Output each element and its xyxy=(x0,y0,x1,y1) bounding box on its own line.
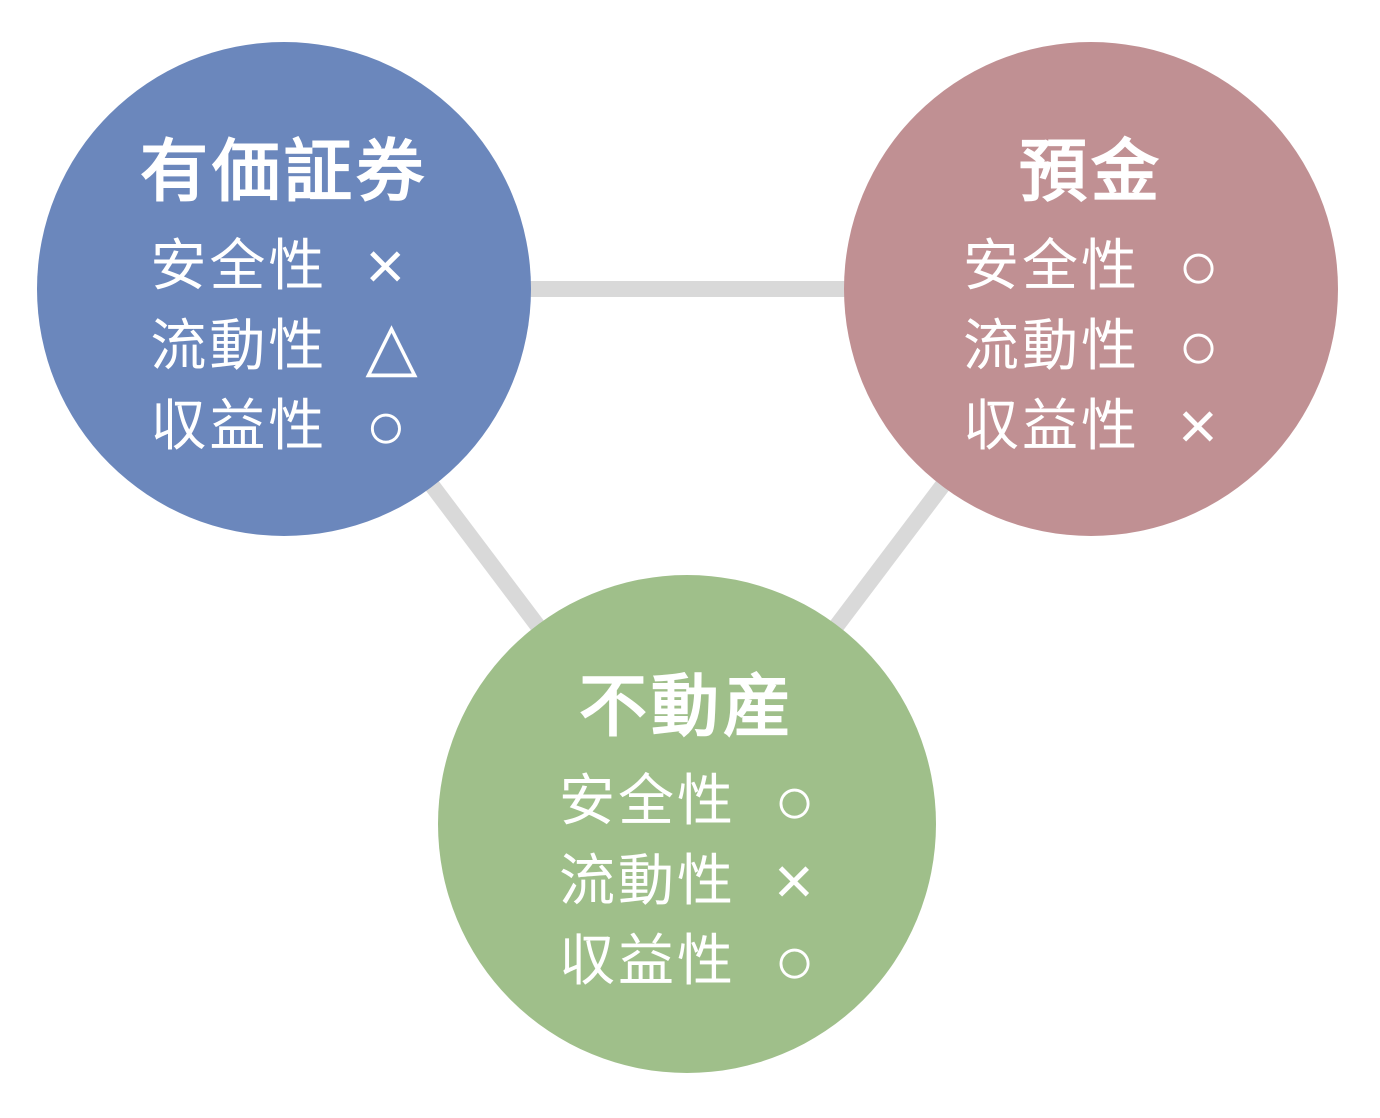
attribute-label: 安全性 xyxy=(150,234,328,298)
node-deposit: 預金 安全性 ○ 流動性 ○ 収益性 × xyxy=(844,42,1338,536)
node-realestate-rows: 安全性 ○ 流動性 × 収益性 ○ xyxy=(559,767,815,995)
attribute-row-liquidity: 流動性 △ xyxy=(150,312,417,380)
rating-symbol: × xyxy=(1177,388,1218,464)
node-securities-content: 有価証券 安全性 × 流動性 △ 収益性 ○ xyxy=(140,138,428,460)
attribute-label: 安全性 xyxy=(962,234,1140,298)
node-deposit-content: 預金 安全性 ○ 流動性 ○ 収益性 × xyxy=(963,138,1219,460)
attribute-row-safety: 安全性 × xyxy=(150,232,405,300)
node-securities-rows: 安全性 × 流動性 △ 収益性 ○ xyxy=(150,232,417,460)
attribute-label: 収益性 xyxy=(558,929,736,993)
node-realestate-content: 不動産 安全性 ○ 流動性 × 収益性 ○ xyxy=(559,673,815,995)
attribute-row-profitability: 収益性 ○ xyxy=(559,927,815,995)
attribute-row-safety: 安全性 ○ xyxy=(963,232,1219,300)
attribute-row-safety: 安全性 ○ xyxy=(559,767,815,835)
attribute-label: 収益性 xyxy=(150,394,328,458)
attribute-row-liquidity: 流動性 ○ xyxy=(963,312,1219,380)
rating-symbol: ○ xyxy=(1177,228,1220,304)
node-securities-title: 有価証券 xyxy=(139,134,428,210)
attribute-row-liquidity: 流動性 × xyxy=(559,847,814,915)
rating-symbol: × xyxy=(365,228,406,304)
node-realestate-title: 不動産 xyxy=(578,669,795,745)
attribute-label: 流動性 xyxy=(150,314,328,378)
rating-symbol: ○ xyxy=(365,388,407,464)
attribute-label: 安全性 xyxy=(558,769,736,833)
attribute-label: 流動性 xyxy=(558,849,736,913)
node-deposit-rows: 安全性 ○ 流動性 ○ 収益性 × xyxy=(963,232,1219,460)
attribute-label: 流動性 xyxy=(962,314,1140,378)
node-realestate: 不動産 安全性 ○ 流動性 × 収益性 ○ xyxy=(438,575,936,1073)
attribute-label: 収益性 xyxy=(962,394,1140,458)
attribute-row-profitability: 収益性 ○ xyxy=(150,392,406,460)
rating-symbol: △ xyxy=(365,308,418,384)
rating-symbol: × xyxy=(773,843,814,919)
node-deposit-title: 預金 xyxy=(1018,134,1163,210)
rating-symbol: ○ xyxy=(773,923,816,999)
rating-symbol: ○ xyxy=(773,763,816,839)
node-securities: 有価証券 安全性 × 流動性 △ 収益性 ○ xyxy=(37,42,531,536)
rating-symbol: ○ xyxy=(1177,308,1220,384)
attribute-row-profitability: 収益性 × xyxy=(963,392,1218,460)
